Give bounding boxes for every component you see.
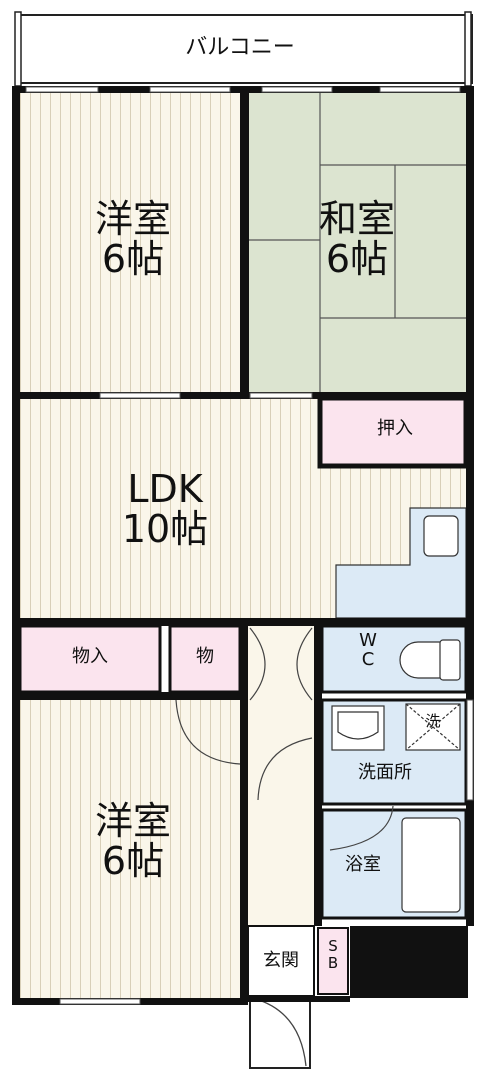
bathtub <box>401 817 461 913</box>
western-room-bottom-name: 洋室 <box>94 799 171 843</box>
washroom-label: 洗面所 <box>358 762 412 783</box>
wc-line2: C <box>361 648 375 670</box>
japanese-room-label: 和室 6帖 <box>302 197 412 281</box>
shoebox <box>317 927 349 995</box>
entrance-door <box>249 997 311 1069</box>
balcony <box>19 14 473 84</box>
shoebox-label: S B <box>322 937 344 973</box>
pipe-space <box>350 926 468 998</box>
japanese-room-name: 和室 <box>318 197 395 241</box>
wash-basin <box>331 705 385 751</box>
ldk-label: LDK 10帖 <box>95 467 235 551</box>
entrance-label: 玄関 <box>263 950 299 971</box>
western-room-bottom-floor <box>20 700 242 998</box>
hallway-floor <box>248 626 314 926</box>
hallway-door-swings <box>175 627 313 801</box>
kitchen-sink <box>423 515 459 557</box>
openings <box>25 86 474 1005</box>
western-room-top-label: 洋室 6帖 <box>78 197 188 281</box>
shoebox-line2: B <box>327 954 339 973</box>
ldk-size: 10帖 <box>121 506 209 551</box>
balcony-label: バルコニー <box>185 35 295 60</box>
western-room-top-floor <box>20 92 242 392</box>
wc-line1: W <box>359 630 377 651</box>
washing-machine-space <box>405 703 461 751</box>
western-room-top-size: 6帖 <box>101 236 165 281</box>
ldk-name: LDK <box>127 467 203 511</box>
shoebox-line1: S <box>328 937 338 955</box>
closet-small-label: 物 <box>196 646 214 667</box>
western-room-top-name: 洋室 <box>94 197 171 241</box>
washer-symbol: 洗 <box>425 712 441 730</box>
western-room-bottom-label: 洋室 6帖 <box>78 799 188 883</box>
closet-left <box>18 624 162 694</box>
closet-left-label: 物入 <box>72 646 108 667</box>
toilet-fixture <box>399 639 461 681</box>
bathroom-label: 浴室 <box>345 854 381 875</box>
oshiire-label: 押入 <box>377 418 413 439</box>
western-room-bottom-size: 6帖 <box>101 838 165 883</box>
wc-label: W C <box>355 630 381 670</box>
japanese-room-size: 6帖 <box>325 236 389 281</box>
japanese-room-tatami <box>248 92 466 392</box>
